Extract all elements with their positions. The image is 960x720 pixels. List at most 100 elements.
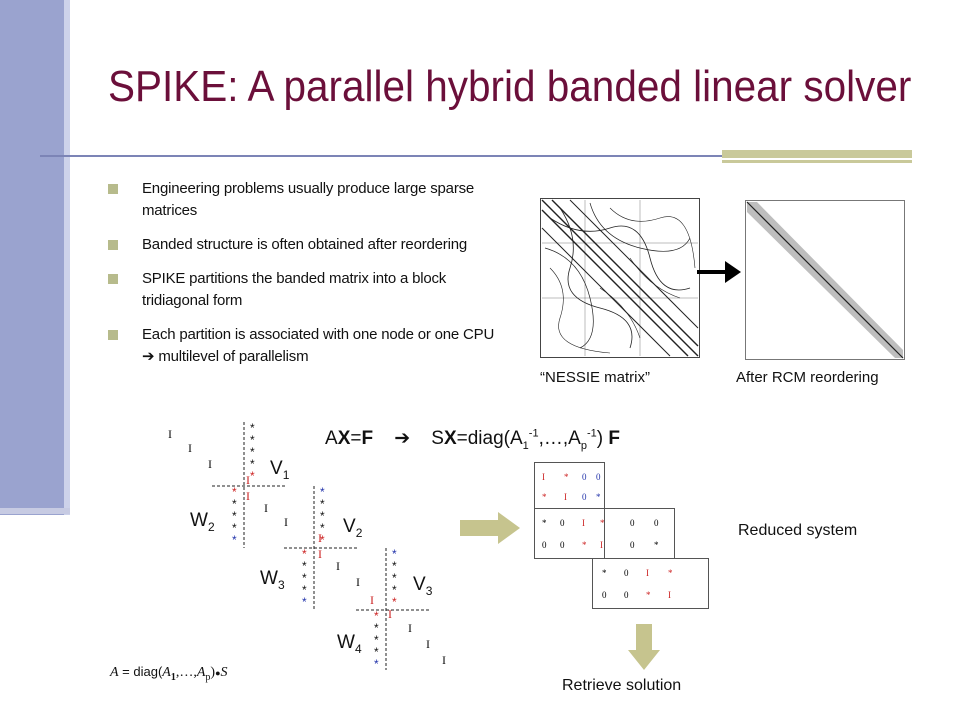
bullet-item: Each partition is associated with one no… [108, 324, 500, 368]
svg-text:0: 0 [624, 590, 629, 600]
svg-text:*: * [302, 547, 307, 561]
svg-text:*: * [250, 433, 255, 447]
svg-text:I: I [246, 473, 250, 487]
bullet-list: Engineering problems usually produce lar… [108, 178, 500, 380]
svg-text:*: * [374, 633, 379, 647]
svg-text:*: * [542, 492, 547, 502]
svg-text:*: * [320, 485, 325, 499]
svg-text:I: I [264, 501, 268, 515]
svg-text:I: I [246, 489, 250, 503]
svg-text:0: 0 [582, 492, 587, 502]
svg-text:0: 0 [542, 540, 547, 550]
svg-text:*: * [596, 492, 601, 502]
svg-text:*: * [602, 568, 607, 578]
svg-text:*: * [654, 540, 659, 550]
svg-text:*: * [392, 559, 397, 573]
svg-text:I: I [408, 621, 412, 635]
svg-text:*: * [600, 518, 605, 528]
label-w4: W4 [337, 632, 362, 656]
rcm-caption: After RCM reordering [736, 369, 879, 386]
svg-text:0: 0 [582, 472, 587, 482]
accent-bar-thin [722, 160, 912, 163]
svg-text:*: * [250, 457, 255, 471]
svg-text:I: I [284, 515, 288, 529]
nessie-caption: “NESSIE matrix” [540, 369, 651, 386]
block-arrow-down-icon [628, 624, 660, 670]
implies-arrow-icon: ➔ [394, 428, 411, 449]
bullet-item: Engineering problems usually produce lar… [108, 178, 500, 222]
svg-text:I: I [388, 607, 392, 621]
svg-text:0: 0 [596, 472, 601, 482]
svg-text:*: * [564, 472, 569, 482]
svg-text:*: * [392, 595, 397, 609]
svg-text:I: I [370, 593, 374, 607]
slide-title: SPIKE: A parallel hybrid banded linear s… [108, 62, 912, 111]
svg-text:*: * [232, 485, 237, 499]
svg-text:*: * [302, 571, 307, 585]
svg-text:I: I [600, 540, 603, 550]
svg-text:*: * [320, 497, 325, 511]
svg-text:*: * [250, 421, 255, 435]
sidebar-foot [0, 508, 70, 514]
svg-text:*: * [320, 521, 325, 535]
label-w2: W2 [190, 510, 215, 534]
bullet-square-icon [108, 240, 118, 250]
svg-text:0: 0 [602, 590, 607, 600]
svg-text:*: * [232, 521, 237, 535]
svg-text:*: * [542, 518, 547, 528]
svg-text:I: I [564, 492, 567, 502]
label-v1: V1 [270, 458, 290, 482]
svg-text:I: I [318, 547, 322, 561]
svg-text:I: I [582, 518, 585, 528]
accent-bar [722, 150, 912, 158]
svg-text:*: * [646, 590, 651, 600]
svg-text:*: * [250, 469, 255, 483]
bullet-item: SPIKE partitions the banded matrix into … [108, 268, 500, 312]
bullet-text: Engineering problems usually produce lar… [142, 180, 475, 219]
svg-text:*: * [302, 595, 307, 609]
retrieve-solution-caption: Retrieve solution [562, 677, 682, 694]
svg-text:0: 0 [654, 518, 659, 528]
label-v3: V3 [413, 574, 433, 598]
svg-text:I: I [542, 472, 545, 482]
svg-text:*: * [320, 533, 325, 547]
bullet-square-icon [108, 274, 118, 284]
svg-text:I: I [188, 441, 192, 455]
bullet-text: Banded structure is often obtained after… [142, 236, 468, 253]
svg-text:*: * [374, 657, 379, 670]
svg-text:*: * [302, 559, 307, 573]
sidebar-shadow [64, 0, 70, 515]
svg-text:I: I [168, 427, 172, 441]
reduced-system-caption: Reduced system [738, 522, 858, 539]
bullet-square-icon [108, 184, 118, 194]
svg-text:*: * [302, 583, 307, 597]
svg-text:0: 0 [560, 540, 565, 550]
svg-text:*: * [232, 533, 237, 547]
bullet-text: SPIKE partitions the banded matrix into … [142, 270, 447, 309]
spike-partition-diagram: III II II II II II III *** ** ** *** ***… [168, 421, 446, 670]
svg-text:I: I [668, 590, 671, 600]
svg-text:0: 0 [630, 540, 635, 550]
label-v2: V2 [343, 516, 363, 540]
svg-text:I: I [646, 568, 649, 578]
svg-text:*: * [668, 568, 673, 578]
bullet-square-icon [108, 330, 118, 340]
svg-text:I: I [442, 653, 446, 667]
svg-text:*: * [232, 497, 237, 511]
right-arrow-icon [697, 261, 741, 283]
bullet-text: Each partition is associated with one no… [142, 326, 495, 365]
svg-text:I: I [336, 559, 340, 573]
sidebar-bar [0, 0, 64, 515]
svg-text:*: * [250, 445, 255, 459]
svg-text:*: * [374, 609, 379, 623]
svg-text:*: * [232, 509, 237, 523]
svg-text:0: 0 [624, 568, 629, 578]
label-w3: W3 [260, 568, 285, 592]
svg-text:*: * [374, 645, 379, 659]
bullet-item: Banded structure is often obtained after… [108, 234, 500, 256]
spike-equation: AX=F ➔ SX=diag(A1-1,…,Ap-1) F [325, 427, 620, 452]
svg-text:0: 0 [630, 518, 635, 528]
title-rule [40, 155, 910, 157]
svg-text:I: I [208, 457, 212, 471]
